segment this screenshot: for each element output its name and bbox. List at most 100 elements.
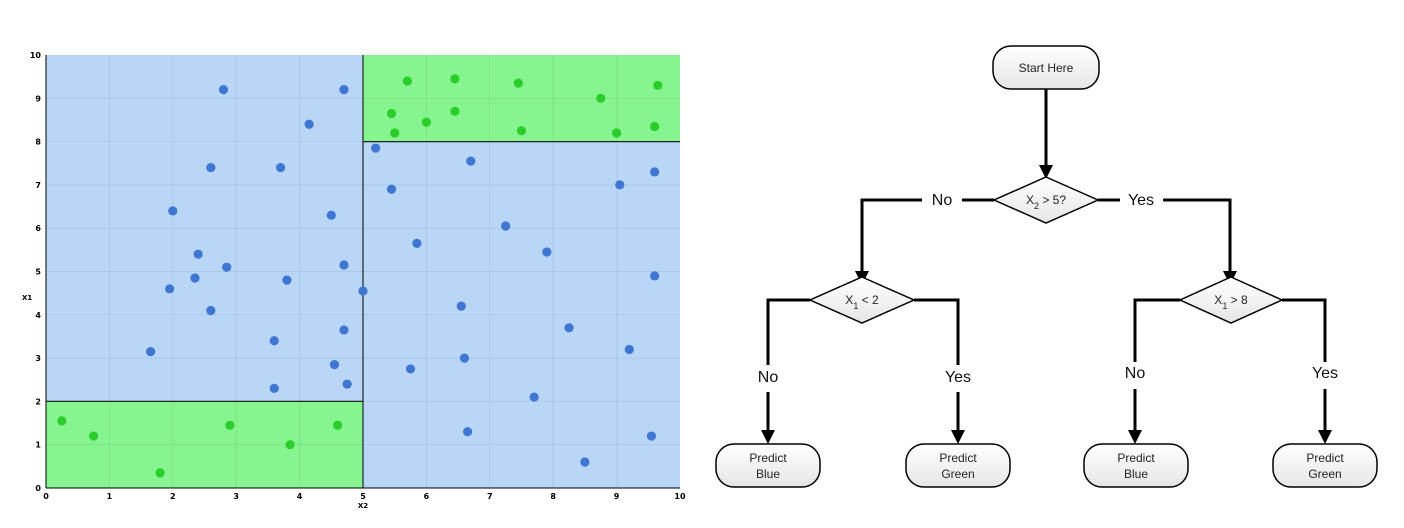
edge-right-no [1133, 298, 1180, 362]
x-tick-label: 6 [424, 492, 430, 501]
y-axis-label: X1 [22, 294, 32, 302]
x-tick-label: 10 [674, 492, 686, 501]
data-point [421, 117, 431, 127]
data-point [371, 143, 381, 153]
x-tick-label: 5 [360, 492, 366, 501]
x-tick-label: 9 [614, 492, 620, 501]
leaf-node-predict-blue-left: Predict Blue [715, 443, 821, 488]
x-axis-label: X2 [358, 502, 368, 510]
y-tick-label: 2 [35, 397, 41, 406]
data-point [564, 323, 574, 333]
data-point [342, 379, 352, 389]
y-tick-label: 5 [35, 268, 41, 277]
y-tick-label: 8 [35, 138, 41, 147]
x-tick-label: 8 [550, 492, 556, 501]
left-decision-node: X1 < 2 [808, 276, 916, 324]
x-tick-label: 7 [487, 492, 493, 501]
edge-label-left-no: No [758, 369, 779, 386]
data-point [612, 128, 622, 138]
edge-right-yes [1282, 298, 1327, 362]
data-point [206, 305, 216, 316]
data-point [405, 364, 416, 374]
data-point [650, 271, 660, 281]
leaf-node-predict-green-left: Predict Green [905, 443, 1011, 488]
data-point [358, 286, 368, 296]
x-tick-label: 1 [107, 492, 113, 501]
leaf-node-predict-green-right: Predict Green [1272, 443, 1378, 488]
data-point [529, 392, 539, 402]
data-point [513, 78, 523, 88]
data-point [218, 85, 229, 95]
edge-left-yes [914, 298, 960, 365]
data-point [165, 284, 175, 294]
data-point [88, 431, 99, 441]
data-point [412, 238, 422, 248]
data-point [450, 74, 460, 84]
y-tick-label: 0 [35, 484, 41, 493]
data-point [463, 427, 473, 437]
edge-label-root-yes: Yes [1128, 192, 1154, 209]
edge-root-no-2 [855, 198, 922, 285]
data-point [386, 184, 397, 194]
leaf2-line1: Predict [939, 451, 977, 465]
y-tick-label: 6 [35, 224, 41, 233]
data-point [269, 336, 279, 346]
data-point [329, 359, 340, 370]
data-point [275, 162, 286, 173]
data-point [450, 106, 460, 116]
data-point [190, 273, 200, 283]
y-tick-label: 10 [30, 51, 42, 60]
y-tick-label: 1 [35, 441, 41, 450]
data-point [146, 347, 156, 357]
data-point [390, 128, 400, 138]
data-point [155, 468, 165, 478]
x-tick-label: 3 [233, 492, 239, 501]
data-point [386, 108, 397, 119]
edge-root-yes-2 [1163, 198, 1237, 285]
data-point [225, 420, 235, 430]
data-point [339, 85, 349, 95]
data-point [596, 93, 606, 103]
data-point [339, 260, 349, 270]
data-point [580, 457, 590, 467]
data-point [650, 121, 660, 132]
y-tick-label: 7 [35, 181, 41, 190]
data-point [456, 301, 466, 311]
data-point [193, 249, 203, 259]
right-decision-node: X1 > 8 [1178, 276, 1284, 324]
leaf3-line1: Predict [1117, 451, 1155, 465]
data-point [501, 221, 511, 231]
leaf-node-predict-blue-right: Predict Blue [1083, 443, 1189, 488]
data-point [304, 119, 314, 129]
leaf1-line1: Predict [749, 451, 787, 465]
data-point [646, 431, 657, 441]
data-point [402, 76, 412, 86]
data-point [516, 126, 527, 136]
data-point [206, 162, 216, 173]
data-point [333, 420, 343, 430]
data-point [282, 275, 292, 285]
start-node-label: Start Here [1019, 61, 1074, 75]
start-node: Start Here [992, 45, 1100, 90]
data-point [285, 440, 295, 450]
y-tick-label: 9 [35, 94, 41, 103]
data-point [57, 416, 67, 426]
data-point [542, 247, 552, 257]
edge-label-root-no: No [932, 192, 953, 209]
x-tick-label: 0 [43, 492, 49, 501]
leaf2-line2: Green [941, 467, 974, 481]
decision-tree-diagram: No Yes No Yes No Yes Start Here X2 > 5? … [715, 45, 1378, 488]
y-tick-label: 4 [35, 311, 41, 320]
root-decision-label: X2 > 5? [1026, 193, 1066, 211]
x-tick-label: 4 [297, 492, 303, 501]
green-region-bottom-left [46, 401, 363, 488]
leaf4-line2: Green [1308, 467, 1341, 481]
data-point [168, 206, 178, 216]
x-tick-label: 2 [170, 492, 176, 501]
leaf1-line2: Blue [756, 467, 780, 481]
data-point [339, 325, 349, 335]
root-decision-node: X2 > 5? [992, 176, 1100, 224]
data-point [326, 210, 336, 220]
right-decision-label: X1 > 8 [1214, 293, 1248, 311]
